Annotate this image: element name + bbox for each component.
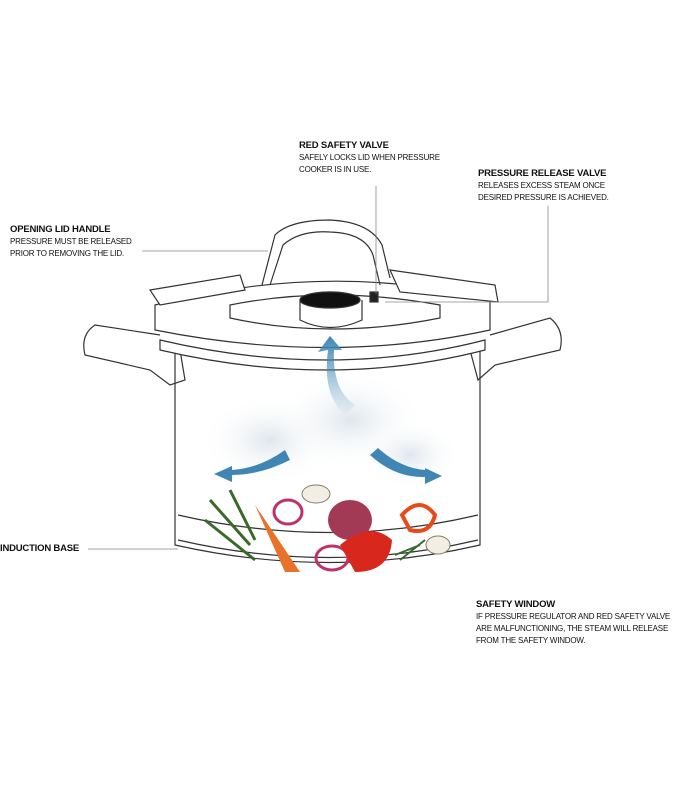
arrow-right-icon — [370, 448, 442, 484]
label-description: IF PRESSURE REGULATOR AND RED SAFETY VAL… — [476, 612, 671, 645]
vegetables — [204, 484, 451, 572]
pot-body — [174, 350, 481, 564]
onion-ring-icon — [272, 498, 304, 526]
label-title: SAFETY WINDOW — [476, 599, 556, 610]
label-title: INDUCTION BASE — [0, 543, 80, 554]
label-red-safety-valve: RED SAFETY VALVE SAFELY LOCKS LID WHEN P… — [299, 139, 440, 176]
pepper-icon — [399, 503, 438, 533]
steam-arrows — [214, 336, 442, 484]
red-safety-valve — [369, 291, 379, 303]
label-description: RELEASES EXCESS STEAM ONCE DESIRED PRESS… — [478, 181, 609, 202]
leader-lines — [88, 186, 549, 550]
right-pot-handle — [469, 317, 562, 382]
tomato-icon — [340, 531, 392, 572]
steam-cloud — [200, 370, 460, 490]
carrot-icon — [255, 505, 300, 572]
red-onion-icon — [328, 500, 372, 540]
label-title: PRESSURE RELEASE VALVE — [478, 168, 607, 179]
label-description: PRESSURE MUST BE RELEASED PRIOR TO REMOV… — [10, 237, 132, 258]
label-opening-lid-handle: OPENING LID HANDLE PRESSURE MUST BE RELE… — [10, 223, 132, 260]
label-description: SAFELY LOCKS LID WHEN PRESSURE COOKER IS… — [299, 153, 440, 174]
label-pressure-release-valve: PRESSURE RELEASE VALVE RELEASES EXCESS S… — [478, 167, 609, 204]
mushroom-icon — [301, 484, 331, 504]
arrow-up-icon — [318, 336, 355, 415]
label-title: OPENING LID HANDLE — [10, 224, 111, 235]
label-induction-base: INDUCTION BASE — [0, 542, 79, 555]
left-pot-handle — [83, 324, 186, 386]
herb-icon — [204, 489, 257, 562]
arrow-left-icon — [214, 450, 290, 482]
opening-lid-handle — [261, 219, 391, 286]
label-title: RED SAFETY VALVE — [299, 140, 389, 151]
label-safety-window: SAFETY WINDOW IF PRESSURE REGULATOR AND … — [476, 598, 670, 647]
